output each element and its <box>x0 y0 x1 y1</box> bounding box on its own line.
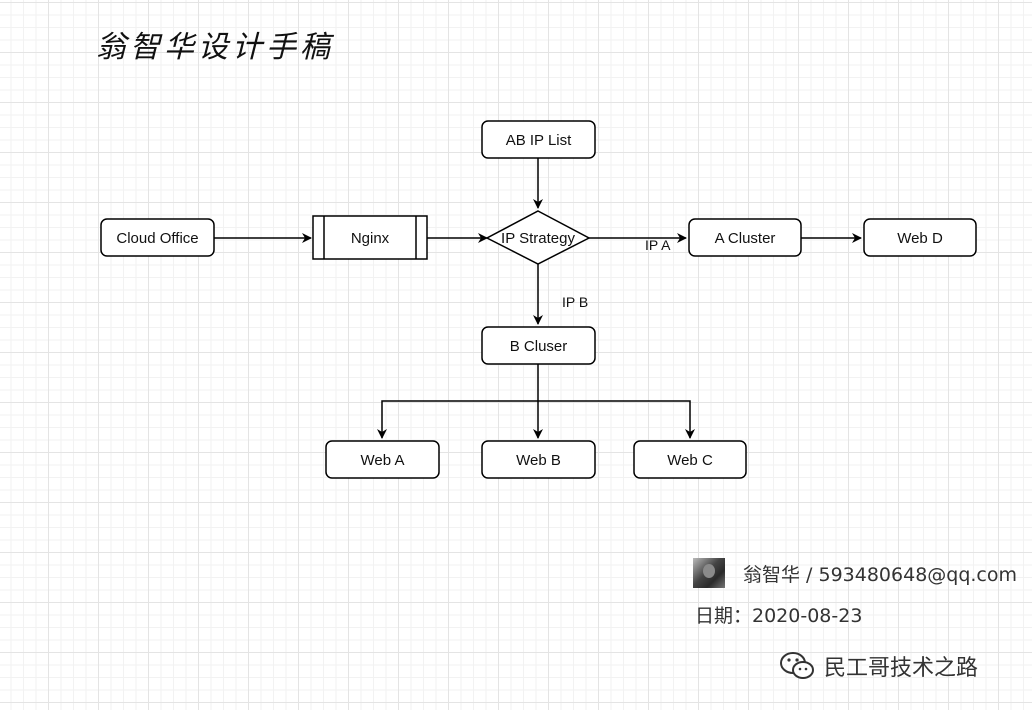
node-ip-strategy[interactable]: IP Strategy <box>485 210 591 265</box>
author-text: 翁智华 / 593480648@qq.com <box>743 563 1018 586</box>
watermark: 民工哥技术之路 <box>778 650 978 682</box>
avatar <box>693 558 725 588</box>
node-ab-ip-list-label: AB IP List <box>506 132 572 149</box>
node-cloud-office[interactable]: Cloud Office <box>100 218 215 257</box>
node-web-b-label: Web B <box>516 452 561 469</box>
node-web-b[interactable]: Web B <box>481 440 596 479</box>
edge-bcluser-to-webc <box>538 400 695 439</box>
node-nginx[interactable]: Nginx <box>312 215 428 260</box>
node-ip-strategy-label: IP Strategy <box>501 230 575 247</box>
node-b-cluser-label: B Cluser <box>510 338 568 355</box>
node-cloud-office-label: Cloud Office <box>116 230 198 247</box>
date-text: 日期：2020-08-23 <box>695 605 863 627</box>
edge-label-ip-a: IP A <box>645 237 671 253</box>
node-web-c[interactable]: Web C <box>633 440 747 479</box>
wechat-icon <box>780 652 814 679</box>
node-a-cluster-label: A Cluster <box>715 230 776 247</box>
node-web-a-label: Web A <box>361 452 405 469</box>
node-web-d-label: Web D <box>897 230 943 247</box>
node-ab-ip-list[interactable]: AB IP List <box>481 120 596 159</box>
author-line: 翁智华 / 593480648@qq.com <box>693 557 1017 589</box>
node-web-c-label: Web C <box>667 452 713 469</box>
sketch-title: 翁智华设计手稿 <box>96 30 334 65</box>
node-b-cluser[interactable]: B Cluser <box>481 326 596 365</box>
node-web-a[interactable]: Web A <box>325 440 440 479</box>
node-a-cluster[interactable]: A Cluster <box>688 218 802 257</box>
node-web-d[interactable]: Web D <box>863 218 977 257</box>
edge-bcluser-to-weba <box>377 400 538 439</box>
node-nginx-label: Nginx <box>351 230 390 247</box>
edge-label-ip-b: IP B <box>562 294 588 310</box>
watermark-text: 民工哥技术之路 <box>824 656 979 681</box>
